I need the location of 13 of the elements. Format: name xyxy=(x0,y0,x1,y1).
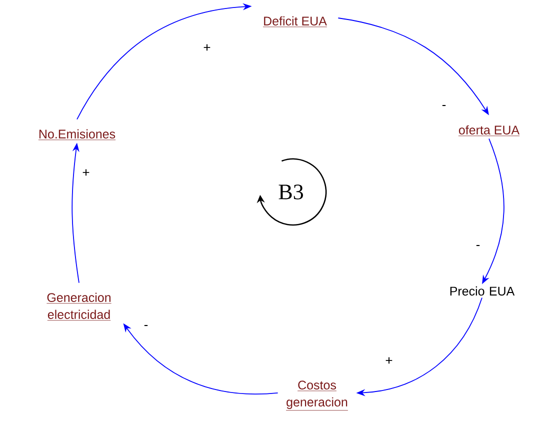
variable-label: Generacion electricidad xyxy=(46,292,112,321)
variable-label: Deficit EUA xyxy=(262,16,328,28)
variable-label: oferta EUA xyxy=(458,125,520,136)
variable-label: Costos generacion xyxy=(286,380,348,411)
polarity-sign: + xyxy=(82,169,90,176)
polarity-sign: + xyxy=(204,44,210,51)
polarity-sign: - xyxy=(144,325,148,326)
polarity-sign: + xyxy=(386,357,392,364)
loop-label: B3 xyxy=(278,184,303,200)
variable-label: Precio EUA xyxy=(450,286,515,296)
polarity-sign: - xyxy=(442,105,446,106)
variable-label: No.Emisiones xyxy=(38,129,116,140)
polarity-sign: - xyxy=(476,245,480,246)
